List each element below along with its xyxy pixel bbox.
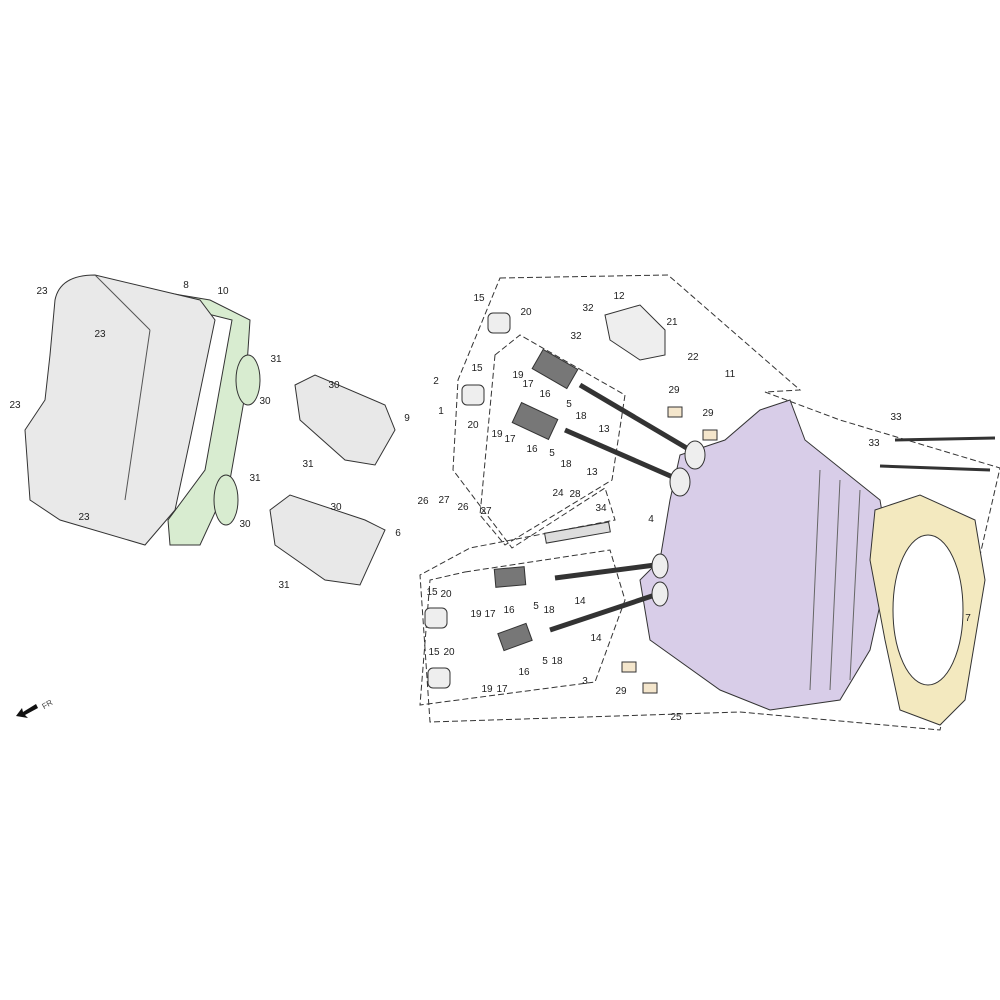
part-callout-19: 19	[512, 370, 524, 381]
part-callout-31: 31	[249, 473, 261, 484]
part-callout-9: 9	[404, 413, 410, 424]
part-callout-7: 7	[965, 613, 971, 624]
part-callout-30: 30	[239, 519, 251, 530]
part-callout-13: 13	[598, 424, 610, 435]
part-callout-17: 17	[496, 684, 508, 695]
part-callout-19: 19	[470, 609, 482, 620]
camshaft-holder-upper	[294, 374, 396, 466]
cylinder-head-group-outline	[419, 274, 1000, 731]
valve-group-outline	[479, 334, 626, 546]
part-callout-12: 12	[613, 291, 625, 302]
front-direction-indicator: FR	[14, 697, 55, 720]
part-callout-20: 20	[440, 589, 452, 600]
valve-cover	[24, 274, 216, 546]
part-callout-16: 16	[503, 605, 515, 616]
part-callout-29: 29	[668, 385, 680, 396]
part-callout-26: 26	[457, 502, 469, 513]
part-callout-17: 17	[522, 379, 534, 390]
part-callout-22: 22	[687, 352, 699, 363]
part-callout-25: 25	[670, 712, 682, 723]
part-callout-20: 20	[467, 420, 479, 431]
part-callout-32: 32	[570, 331, 582, 342]
part-callout-29: 29	[702, 408, 714, 419]
part-callout-5: 5	[533, 601, 539, 612]
camshaft-holder-lower	[269, 494, 386, 586]
gasket-seal	[235, 354, 261, 406]
part-callout-21: 21	[666, 317, 678, 328]
part-callout-5: 5	[566, 399, 572, 410]
part-callout-20: 20	[520, 307, 532, 318]
part-callout-15: 15	[471, 363, 483, 374]
part-callout-20: 20	[443, 647, 455, 658]
part-callout-19: 19	[491, 429, 503, 440]
part-callout-33: 33	[890, 412, 902, 423]
part-callout-30: 30	[328, 380, 340, 391]
part-callout-14: 14	[590, 633, 602, 644]
part-callout-23: 23	[36, 286, 48, 297]
part-callout-23: 23	[94, 329, 106, 340]
arrow-down-left-icon	[16, 704, 38, 718]
part-callout-13: 13	[586, 467, 598, 478]
valve-springs	[493, 348, 579, 652]
thermostat-housing	[604, 304, 666, 361]
part-callout-23: 23	[78, 512, 90, 523]
spark-plug	[544, 521, 611, 544]
part-callout-31: 31	[278, 580, 290, 591]
part-callout-18: 18	[551, 656, 563, 667]
dowel-pins	[621, 406, 718, 694]
part-callout-16: 16	[526, 444, 538, 455]
valve-cover-ridge	[94, 274, 151, 501]
front-label: FR	[40, 697, 55, 711]
part-callout-17: 17	[504, 434, 516, 445]
part-callout-30: 30	[259, 396, 271, 407]
part-callout-17: 17	[484, 609, 496, 620]
cylinder-head-fins	[809, 469, 861, 691]
part-callout-27: 27	[480, 506, 492, 517]
part-callout-19: 19	[481, 684, 493, 695]
part-callout-24: 24	[552, 488, 564, 499]
part-callout-23: 23	[9, 400, 21, 411]
part-callout-16: 16	[518, 667, 530, 678]
part-callout-4: 4	[648, 514, 654, 525]
part-callout-29: 29	[615, 686, 627, 697]
part-callout-11: 11	[725, 369, 736, 380]
part-callout-28: 28	[569, 489, 581, 500]
part-callout-6: 6	[395, 528, 401, 539]
part-callout-32: 32	[582, 303, 594, 314]
head-gasket-bore	[892, 534, 964, 686]
lower-valve-group-outline	[419, 549, 626, 706]
gasket-seal	[213, 474, 239, 526]
part-callout-15: 15	[428, 647, 440, 658]
part-callout-18: 18	[575, 411, 587, 422]
part-callout-15: 15	[426, 587, 438, 598]
part-callout-5: 5	[542, 656, 548, 667]
part-callout-2: 2	[433, 376, 439, 387]
part-callout-27: 27	[438, 495, 450, 506]
part-callout-16: 16	[539, 389, 551, 400]
part-callout-18: 18	[543, 605, 555, 616]
part-callout-31: 31	[270, 354, 282, 365]
part-callout-5: 5	[549, 448, 555, 459]
part-callout-18: 18	[560, 459, 572, 470]
cylinder-head	[639, 399, 891, 711]
part-callout-3: 3	[582, 676, 588, 687]
tappets	[424, 312, 511, 689]
valves	[549, 382, 706, 633]
part-callout-15: 15	[473, 293, 485, 304]
part-callout-10: 10	[217, 286, 229, 297]
part-callout-8: 8	[183, 280, 189, 291]
part-callout-34: 34	[595, 503, 607, 514]
part-callout-30: 30	[330, 502, 342, 513]
part-callout-31: 31	[302, 459, 314, 470]
part-callout-14: 14	[574, 596, 586, 607]
long-bolts	[879, 436, 996, 472]
part-callout-33: 33	[868, 438, 880, 449]
cover-gasket	[119, 284, 251, 546]
part-callout-1: 1	[438, 406, 444, 417]
part-callout-26: 26	[417, 496, 429, 507]
